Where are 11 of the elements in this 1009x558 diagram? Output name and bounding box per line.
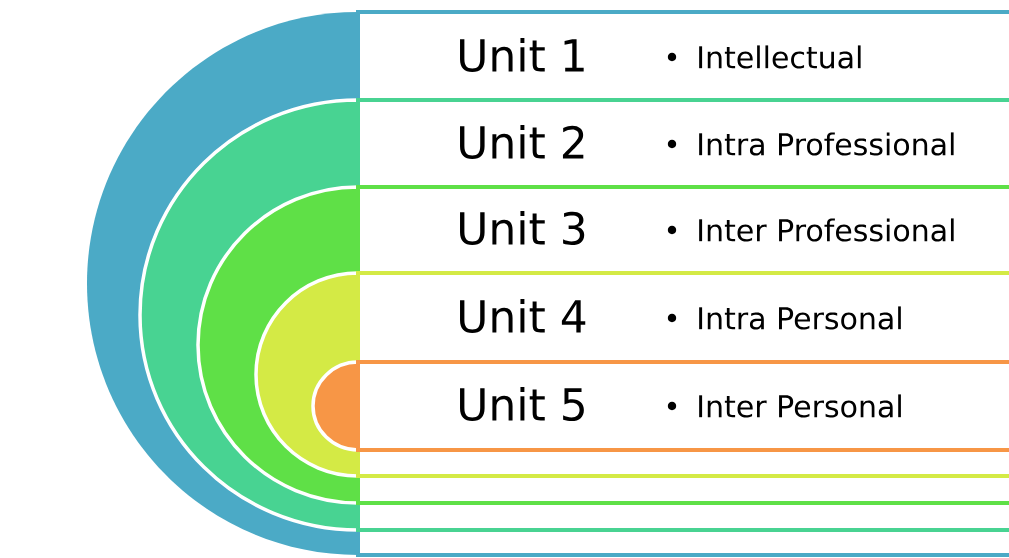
node-label: Intra Professional xyxy=(699,132,954,156)
node-label: Intellectual xyxy=(699,45,861,69)
node-label: Unit 2 xyxy=(460,124,584,160)
node-label: Intra Personal xyxy=(699,306,901,330)
node-label: Unit 3 xyxy=(460,210,585,246)
node-label: Unit 5 xyxy=(460,386,584,422)
node-label: Unit 1 xyxy=(460,37,584,73)
node-label: Unit 4 xyxy=(460,298,586,334)
node-label: Inter Professional xyxy=(699,218,954,242)
node-label: Inter Personal xyxy=(699,394,901,418)
unit-band: Unit 5 Inter Personal xyxy=(311,360,1009,452)
